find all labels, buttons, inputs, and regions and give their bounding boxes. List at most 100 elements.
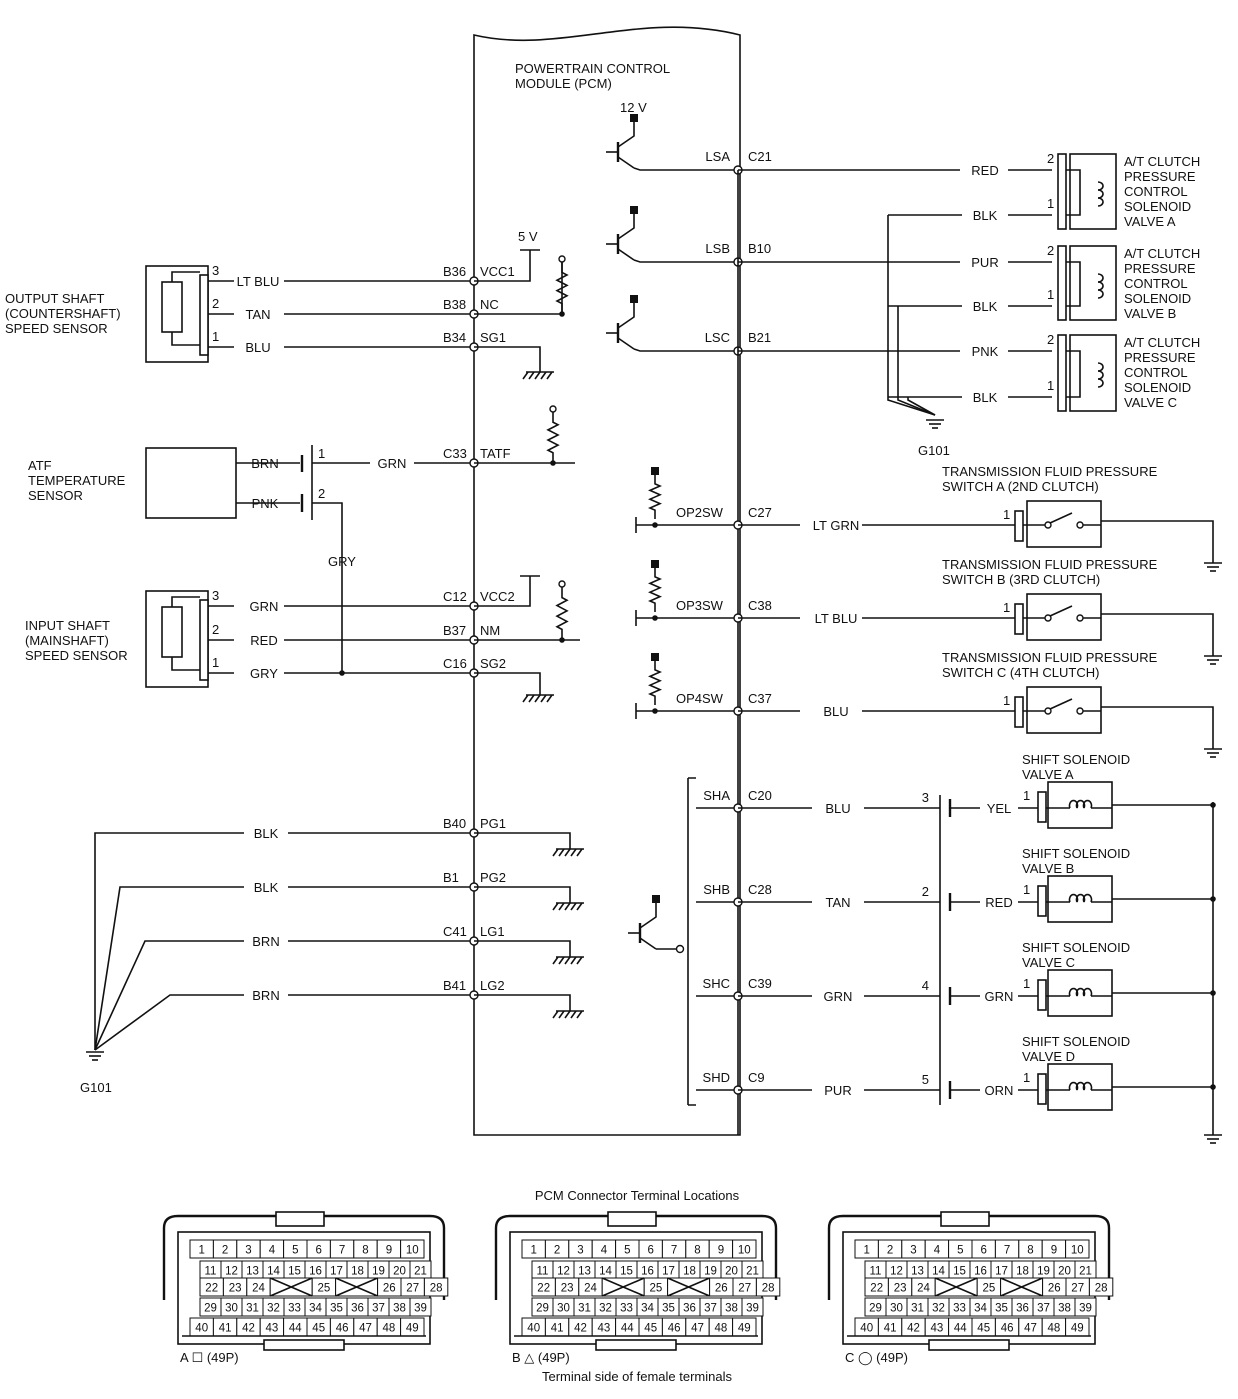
sh-wire-color: GRN [824,989,853,1004]
ls-solenoid-name: VALVE A [1124,214,1176,229]
ls-pin-neg: 1 [1047,378,1054,393]
ls-solenoid-name: CONTROL [1124,276,1188,291]
sh-connector-pin: 4 [922,978,929,993]
ground-terminal: C41 [443,924,467,939]
terminal-number: 13 [578,1266,591,1278]
switch-connector [1014,510,1024,542]
terminal-number: 9 [1051,1245,1057,1257]
ls-solenoid-name: PRESSURE [1124,261,1196,276]
terminal-number: 1 [863,1245,869,1257]
terminal-number: 41 [551,1323,564,1335]
ground-signal: PG2 [480,870,506,885]
terminal-number: 25 [318,1283,331,1295]
splice-dot [1210,802,1216,808]
terminal-number: 47 [1024,1323,1037,1335]
label-bg [812,988,864,1004]
sh-solenoid-name: SHIFT SOLENOID [1022,752,1130,767]
label-bg [800,610,862,626]
solenoid-connector [1057,334,1067,412]
terminal-number: 26 [383,1283,396,1295]
terminal-number: 16 [974,1266,987,1278]
solenoid-coil-icon [1068,893,1093,903]
label-bg [812,894,864,910]
label-bg [244,987,288,1003]
sg1-ground-icon [522,371,554,380]
isss-name: SPEED SENSOR [25,648,128,663]
terminal-number: 19 [1037,1266,1050,1278]
osss-pin-number: 3 [212,263,219,278]
pressure-switch-box [1026,686,1102,734]
ls-ground-wire [907,397,936,416]
sh-signal: SHB [703,882,730,897]
op-switch-name: SWITCH A (2ND CLUTCH) [942,479,1099,494]
terminal-number: 33 [288,1303,301,1315]
terminal-number: 7 [339,1245,345,1257]
terminal-number: 43 [266,1323,279,1335]
label-bg [234,339,284,355]
pressure-switch-icon [1023,698,1084,715]
terminal-number: 45 [977,1323,990,1335]
terminal-number: 14 [599,1266,612,1278]
ls-driver-transistor-icon [606,295,638,350]
ls-blk-color: BLK [973,208,998,223]
sh-solenoid-name: VALVE A [1022,767,1074,782]
terminal-number: 18 [1016,1266,1029,1278]
pressure-switch-icon [1023,605,1084,622]
ls-solenoid-box [1069,334,1117,412]
terminal-number: 9 [718,1245,724,1257]
op-signal: OP2SW [676,505,724,520]
solenoid-connector [1037,885,1047,917]
terminal-number: 16 [309,1266,322,1278]
ls-pin-pos: 2 [1047,332,1054,347]
pullup-resistor-icon [648,661,662,705]
osss-pin-number: 1 [212,329,219,344]
label-bg [234,632,284,648]
pullup-node [558,580,566,588]
ground-wire [94,940,474,1051]
terminal-number: 21 [1079,1266,1092,1278]
ls-wire-color: PNK [972,344,999,359]
sh-ground-icon [1204,1134,1222,1144]
terminal-number: 28 [1095,1283,1108,1295]
gry-wire [312,502,343,673]
ls-ground-wire [887,215,936,416]
terminal-number: 19 [704,1266,717,1278]
splice-dot [559,311,565,317]
sh-terminal: C20 [748,788,772,803]
splice-dot [652,522,658,528]
terminal-number: 36 [351,1303,364,1315]
isss-terminal: C12 [443,589,467,604]
solenoid-connector [1037,791,1047,823]
connector-footer: Terminal side of female terminals [542,1369,733,1384]
terminal-number: 2 [222,1245,228,1257]
terminal-number: 29 [204,1303,217,1315]
terminal-number: 31 [246,1303,259,1315]
terminal-number: 17 [995,1266,1008,1278]
pullup-resistor-icon [648,568,662,612]
splice-dot [652,708,658,714]
splice-dot [550,460,556,466]
label-bg [234,598,284,614]
ls-terminal: C21 [748,149,772,164]
ground-wire [474,940,571,957]
solenoid-coil-icon [1097,181,1104,207]
connector-label: B △ (49P) [512,1350,570,1365]
atf-pin: 2 [318,486,325,501]
terminal-number: 43 [931,1323,944,1335]
solenoid-coil-icon [1068,799,1093,809]
sh-driver-node [675,944,685,954]
ls-wire [633,348,738,352]
sh-solenoid-name: VALVE C [1022,955,1075,970]
terminal-number: 21 [746,1266,759,1278]
terminal-number: 46 [1001,1323,1014,1335]
terminal-number: 45 [312,1323,325,1335]
terminal-number: 27 [738,1283,751,1295]
ls-solenoid-name: VALVE C [1124,395,1177,410]
terminal-number: 32 [599,1303,612,1315]
terminal-number: 48 [715,1323,728,1335]
terminal-number: 25 [650,1283,663,1295]
sh-terminal: C28 [748,882,772,897]
ls-solenoid-name: A/T CLUTCH [1124,335,1200,350]
terminal-number: 22 [537,1283,550,1295]
